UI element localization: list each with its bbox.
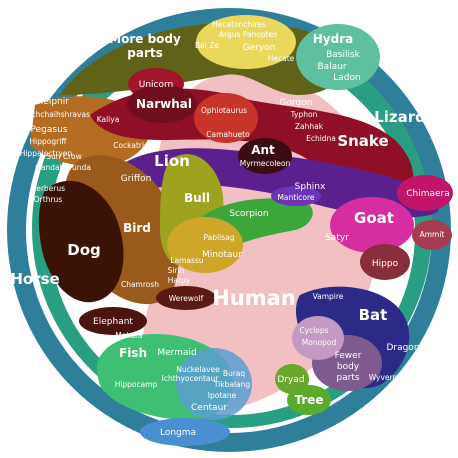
- longma-region: [140, 418, 230, 446]
- creature-ichthyocentaur: Ichthyocentaur: [162, 374, 220, 383]
- creature-gandaberunda: Gandaberunda: [35, 163, 91, 172]
- label-unicorn: Unicorn: [139, 80, 174, 90]
- creature-zahhak: Zahhak: [295, 122, 324, 131]
- creature-sirin: Sirin: [168, 266, 185, 275]
- creature-monopod: Monopod: [302, 338, 337, 347]
- label-chamrosh: Chamrosh: [121, 280, 159, 289]
- label-ammit: Ammit: [420, 230, 445, 239]
- creature-cyclops: Cyclops: [299, 326, 328, 335]
- label-scorpion: Scorpion: [229, 209, 268, 219]
- label-horse: Horse: [10, 270, 59, 288]
- label-dragon: Dragon: [386, 343, 419, 353]
- narwhal-region: [127, 85, 197, 123]
- label-chimaera: Chimaera: [406, 189, 450, 199]
- label-dog: Dog: [67, 241, 101, 259]
- label-satyr: Satyr: [325, 233, 349, 243]
- creature-hecatonchires: Hecatonchires: [212, 20, 266, 29]
- label-fewer-body-parts-2: body: [337, 362, 360, 372]
- creature-buraq: Buraq: [223, 369, 246, 378]
- label-more-body-parts-2: parts: [127, 46, 162, 60]
- label-wyvern: Wyvern: [369, 373, 398, 382]
- creature-harpy: Harpy: [168, 276, 191, 285]
- ammit-region: [412, 220, 452, 250]
- label-ant: Ant: [251, 143, 275, 157]
- creature-basilisk: Basilisk: [326, 50, 361, 60]
- creature-orthrus: Orthrus: [34, 195, 63, 204]
- label-mermaid: Mermaid: [157, 348, 196, 358]
- label-bull: Bull: [184, 191, 210, 205]
- label-more-body-parts-1: More body: [109, 32, 181, 46]
- creature-echidna: Echidna: [306, 134, 336, 143]
- creature-makara: Makara: [115, 331, 143, 340]
- label-fewer-body-parts-3: parts: [336, 373, 359, 383]
- creature-myrmecoleon: Myrmecoleon: [240, 159, 291, 168]
- tree-region: [287, 385, 331, 415]
- label-snake: Snake: [337, 132, 388, 150]
- label-fish: Fish: [119, 346, 147, 360]
- label-minotaur: Minotaur: [202, 250, 242, 260]
- hydra-region: [296, 24, 380, 90]
- centaur-region: [176, 348, 252, 420]
- creature-hippocamp: Hippocamp: [115, 380, 158, 389]
- label-hippo: Hippo: [372, 259, 399, 269]
- elephant-region: [79, 307, 147, 335]
- label-lizard: Lizard: [374, 108, 426, 126]
- creature-cockatrice: Cockatrice: [113, 141, 153, 150]
- hippo-region: [360, 244, 410, 280]
- label-hydra: Hydra: [313, 32, 353, 46]
- label-lion: Lion: [154, 152, 190, 170]
- creature-gorgon: Gorgon: [280, 98, 313, 108]
- ant-region: [238, 138, 292, 174]
- creature-tikbalang: Tikbalang: [213, 380, 251, 389]
- creature-uchchaihshravas: Uchchaihshravas: [26, 110, 90, 119]
- label-griffon: Griffon: [121, 174, 152, 184]
- creature-geryon: Geryon: [243, 43, 276, 53]
- creature-bai-ze: Bai Ze: [195, 41, 219, 50]
- label-human: Human: [212, 286, 296, 310]
- label-vampire: Vampire: [313, 292, 344, 301]
- creature-argus-panoptes: Argus Panoptes: [219, 30, 277, 39]
- creature-lamassu: Lamassu: [170, 256, 203, 265]
- cyclops-region: [292, 316, 344, 360]
- creature-pabilsag: Pabilsag: [204, 233, 235, 242]
- creature-hippalectryon: Hippalectryon: [20, 149, 73, 158]
- label-centaur: Centaur: [191, 403, 227, 413]
- creature-typhon: Typhon: [290, 110, 318, 119]
- creature-ipotane: Ipotane: [208, 391, 237, 400]
- label-fewer-body-parts-1: Fewer: [335, 351, 362, 361]
- label-tree: Tree: [294, 393, 323, 407]
- creature-hippogriff: Hippogriff: [30, 137, 68, 146]
- hecatonchires-region: [196, 15, 296, 69]
- creature-kaliya: Kaliya: [97, 115, 120, 124]
- goat-region: [330, 197, 414, 253]
- werewolf-region: [156, 286, 216, 310]
- label-dryad: Dryad: [277, 375, 304, 385]
- creature-sun-crow: Sun Crow: [46, 152, 82, 161]
- creature-ladon: Ladon: [333, 73, 360, 83]
- label-bat: Bat: [359, 306, 388, 324]
- label-elephant: Elephant: [93, 317, 133, 327]
- dog-region: [38, 180, 124, 303]
- label-werewolf: Werewolf: [169, 294, 204, 303]
- label-goat: Goat: [354, 209, 394, 227]
- label-sphinx: Sphinx: [295, 182, 326, 192]
- label-bird: Bird: [123, 221, 151, 235]
- creature-manticore: Manticore: [277, 193, 314, 202]
- creature-balaur: Balaur: [317, 62, 346, 72]
- ophiotaurus-region: [194, 93, 258, 143]
- chimaera-region: [397, 175, 453, 211]
- creature-nuckelavee: Nuckelavee: [176, 365, 220, 374]
- label-longma: Longma: [160, 428, 196, 438]
- label-narwhal: Narwhal: [136, 97, 192, 111]
- creature-sleipnir: Sleipnir: [35, 97, 69, 107]
- minotaur-region: [167, 217, 243, 273]
- creature-ophiotaurus: Ophiotaurus: [201, 106, 247, 115]
- creature-pegasus: Pegasus: [31, 125, 68, 135]
- creature-cerberus: Cerberus: [31, 184, 65, 193]
- creature-hecate: Hecate: [268, 54, 295, 63]
- manticore-region: [271, 186, 321, 206]
- creature-camahueto: Camahueto: [206, 130, 250, 139]
